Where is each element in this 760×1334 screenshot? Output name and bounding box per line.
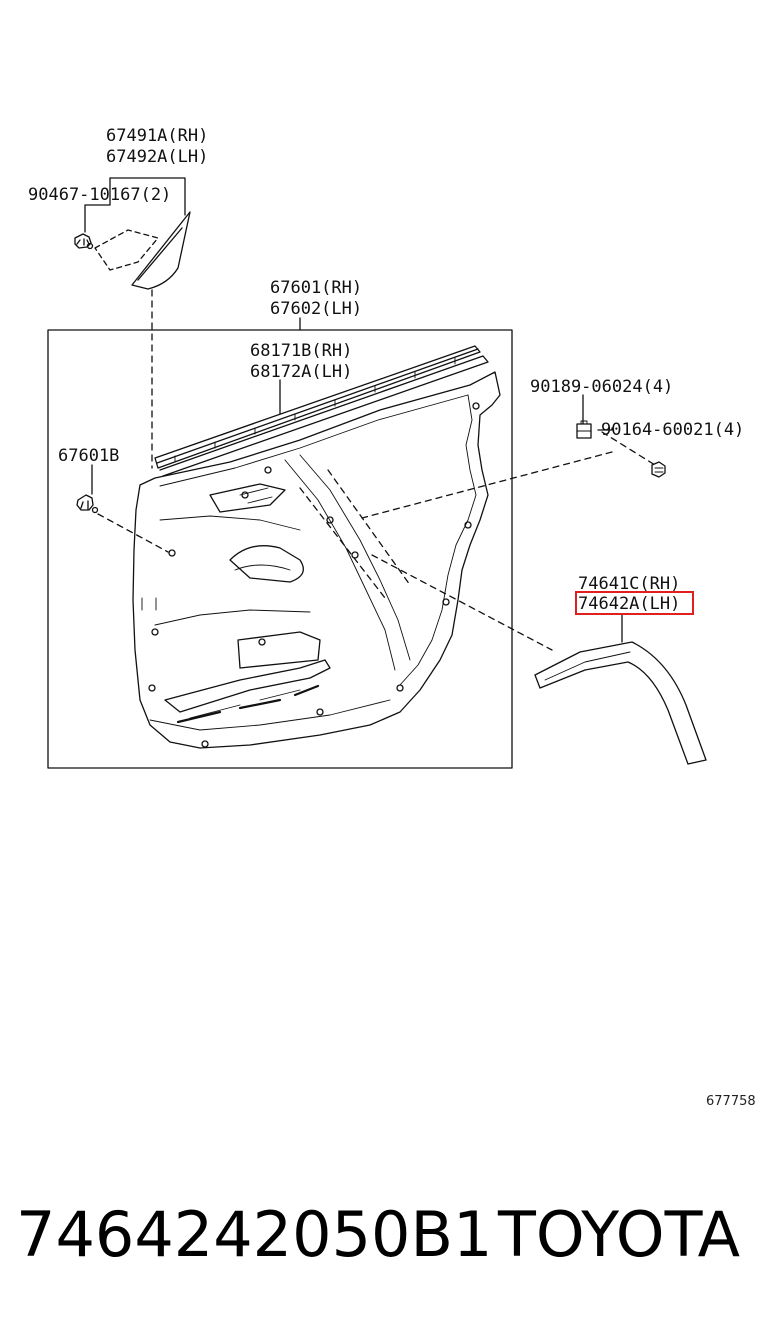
highlight-box (575, 591, 694, 615)
label-68171b: 68171B(RH) (250, 341, 353, 361)
leader-90164 (597, 427, 613, 431)
label-67491a: 67491A(RH) (106, 126, 209, 146)
label-67492a: 67492A(LH) (106, 147, 209, 167)
screw-90164-icon (651, 461, 666, 478)
diagram-ref: 677758 (706, 1094, 756, 1109)
belt-moulding-68171b (154, 345, 489, 477)
door-trim-panel (132, 371, 501, 749)
label-90467: 90467-10167(2) (28, 185, 172, 205)
label-67601: 67601(RH) (270, 278, 363, 298)
label-74642a: 74642A(LH) (578, 594, 681, 614)
brand-name: TOYOTA (498, 1198, 741, 1271)
leader-67491 (109, 177, 186, 216)
part-number: 7464242050B1 (16, 1198, 493, 1271)
clip-67601b-icon (76, 494, 99, 514)
label-90164: 90164-60021(4) (601, 420, 745, 440)
door-moulding-74642a (534, 641, 707, 765)
label-74641c: 74641C(RH) (578, 574, 681, 594)
label-67601b: 67601B (58, 446, 120, 466)
clip-90467-icon (74, 233, 94, 250)
leader-90467 (84, 177, 111, 233)
clip-90189-icon (576, 420, 592, 439)
door-panel-frame (47, 329, 513, 769)
label-90189: 90189-06024(4) (530, 377, 674, 397)
label-68172a: 68172A(LH) (250, 362, 353, 382)
label-67602: 67602(LH) (270, 299, 363, 319)
